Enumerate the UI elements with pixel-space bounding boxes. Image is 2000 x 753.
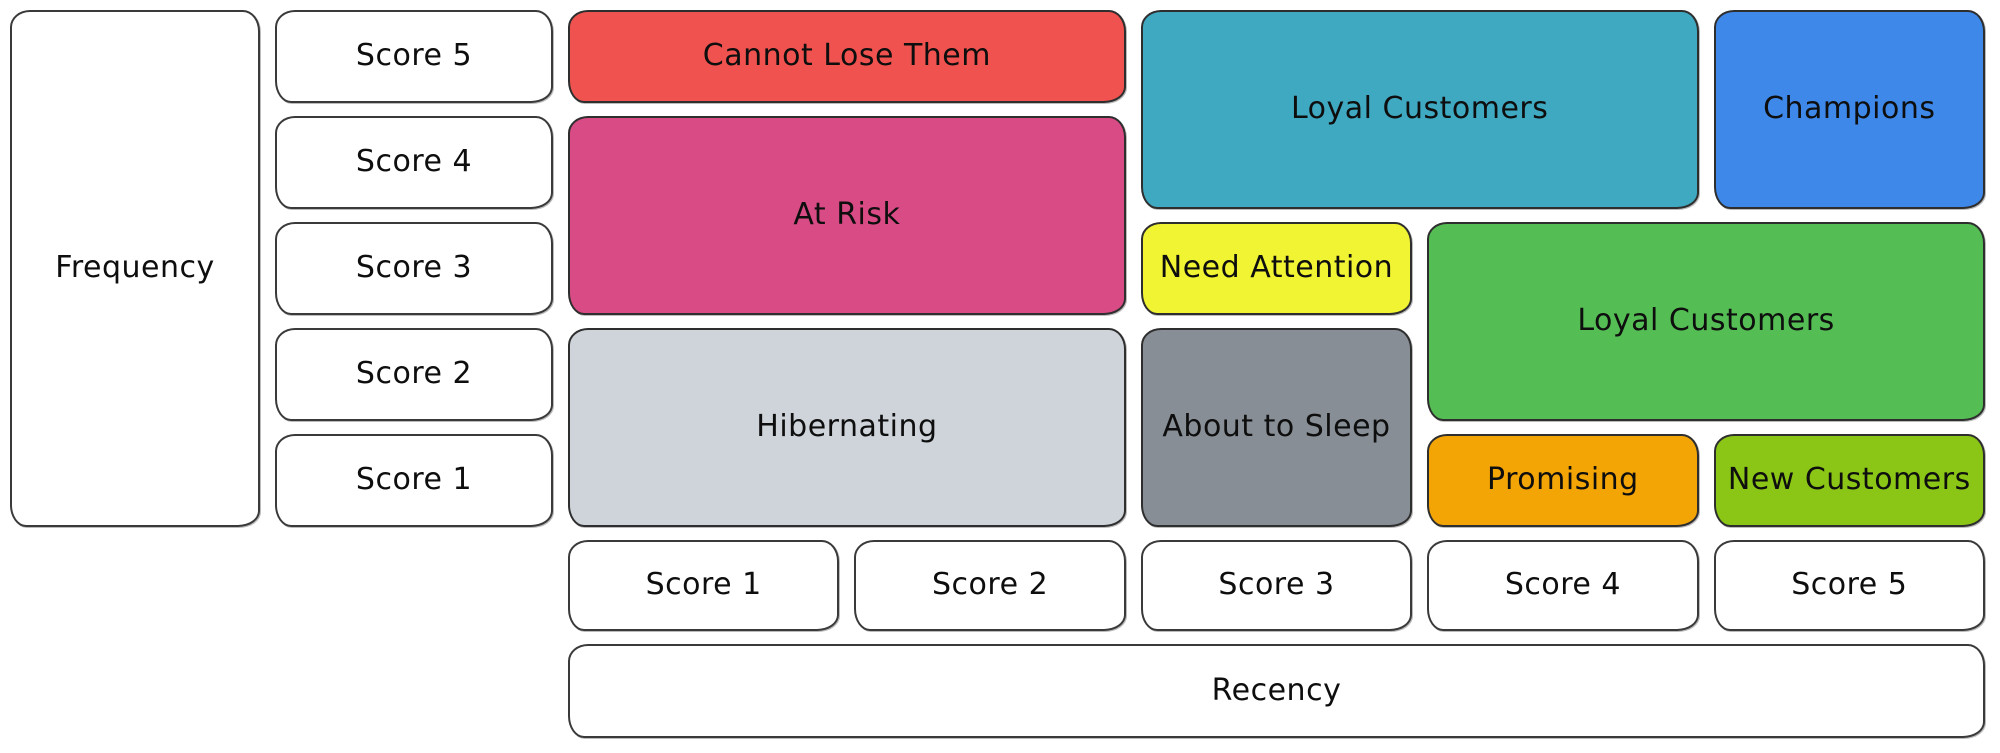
recency-axis-label: Recency [568, 644, 1985, 738]
frequency-score-box: Score 3 [275, 222, 553, 315]
frequency-axis-label: Frequency [10, 10, 260, 527]
segment-box: Promising [1427, 434, 1699, 527]
frequency-score-box: Score 5 [275, 10, 553, 103]
segment-box: At Risk [568, 116, 1126, 315]
segment-box: Champions [1713, 10, 1985, 209]
frequency-score-box: Score 2 [275, 328, 553, 421]
segment-box: Hibernating [568, 328, 1126, 527]
frequency-score-box: Score 1 [275, 434, 553, 527]
recency-score-box: Score 3 [1140, 540, 1413, 631]
segment-box: Need Attention [1140, 222, 1413, 315]
segment-box: About to Sleep [1140, 328, 1413, 527]
recency-score-box: Score 5 [1713, 540, 1985, 631]
segment-box: New Customers [1713, 434, 1985, 527]
recency-score-box: Score 2 [854, 540, 1126, 631]
segment-box: Cannot Lose Them [568, 10, 1126, 103]
frequency-score-box: Score 4 [275, 116, 553, 209]
recency-score-box: Score 4 [1427, 540, 1699, 631]
recency-score-box: Score 1 [568, 540, 840, 631]
segment-box: Loyal Customers [1140, 10, 1699, 209]
segment-box: Loyal Customers [1427, 222, 1985, 421]
